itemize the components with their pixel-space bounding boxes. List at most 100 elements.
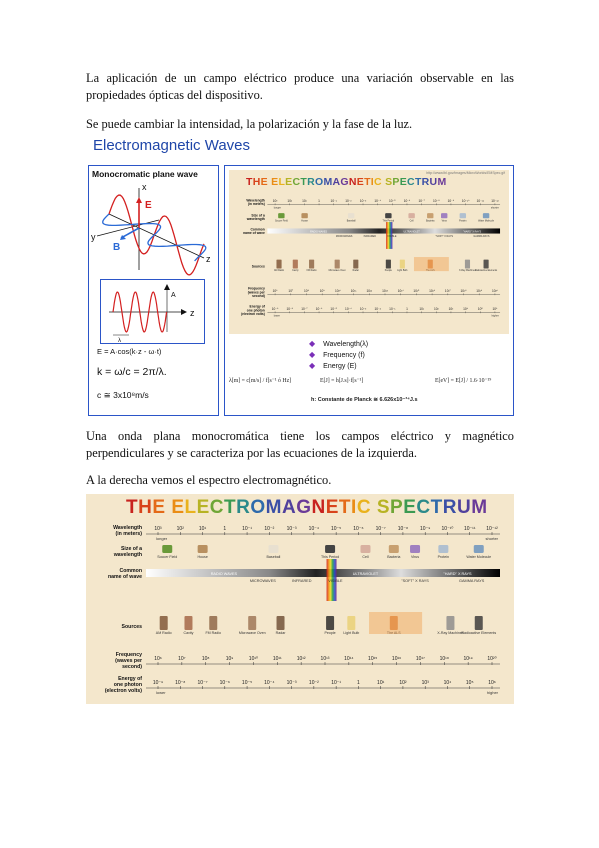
mini-spectrum-title: THE ELECTROMAGNETIC SPECTRUM bbox=[246, 176, 446, 188]
energy-tick: 10⁻⁴ bbox=[264, 680, 274, 686]
size-item-label: Bacteria bbox=[426, 219, 435, 222]
source-icon bbox=[159, 616, 168, 630]
source-icon bbox=[309, 259, 315, 269]
wavelength-tick: 10⁻⁵ bbox=[389, 199, 396, 203]
axis-x-label: x bbox=[142, 182, 147, 192]
wavelength-tick: 10² bbox=[287, 199, 292, 203]
source-icon bbox=[483, 259, 489, 269]
wavelength-tick: 10³ bbox=[154, 526, 162, 532]
source-label: People bbox=[385, 270, 393, 272]
spectrum-panel: http://www.lbl.gov/images/MicroWorlds/EM… bbox=[224, 165, 514, 416]
source-label: Microwave Oven bbox=[329, 269, 347, 272]
sine-lambda-label: λ bbox=[118, 338, 121, 343]
paragraph-properties: Se puede cambiar la intensidad, la polar… bbox=[86, 117, 413, 131]
wavelength-end-low: longer bbox=[274, 205, 281, 209]
b-field-label: B bbox=[113, 242, 120, 253]
source-icon bbox=[353, 259, 359, 269]
size-item-icon bbox=[347, 213, 355, 219]
energy-tick: 10⁻⁵ bbox=[242, 680, 252, 686]
band-name: VISIBLE bbox=[328, 579, 343, 583]
frequency-tick: 10¹¹ bbox=[351, 289, 357, 293]
size-item-icon bbox=[427, 213, 434, 219]
energy-tick: 10⁻⁹ bbox=[272, 307, 279, 311]
energy-tick: 10⁻² bbox=[375, 307, 381, 311]
size-item-icon bbox=[197, 545, 208, 553]
frequency-tick: 10¹⁶ bbox=[392, 656, 401, 662]
wavelength-tick: 1 bbox=[318, 199, 320, 203]
title-letter: P bbox=[392, 176, 400, 188]
title-letter: T bbox=[414, 176, 422, 188]
row-label-sources: Sources bbox=[122, 624, 143, 630]
row-label-energy: Energy of bbox=[118, 676, 142, 682]
energy-tick: 10¹ bbox=[419, 307, 424, 311]
title-letter: C bbox=[407, 176, 415, 188]
title-letter: C bbox=[374, 176, 382, 188]
size-item-label: Protein bbox=[459, 219, 467, 222]
frequency-tick: 10¹³ bbox=[321, 656, 330, 662]
energy-tick: 10³ bbox=[449, 307, 454, 311]
spectrum-graphic: Wavelength(in meters)Size of awavelength… bbox=[105, 525, 500, 695]
energy-tick: 10⁻¹ bbox=[389, 307, 395, 311]
title-letter: R bbox=[442, 497, 457, 518]
energy-end-high: higher bbox=[492, 313, 499, 317]
frequency-tick: 10⁶ bbox=[154, 656, 162, 662]
size-item-icon bbox=[385, 213, 392, 219]
wave-band-bar bbox=[267, 228, 501, 234]
wavelength-tick: 10⁻⁷ bbox=[418, 199, 425, 203]
wavelength-end-high: shorter bbox=[486, 536, 499, 541]
energy-ev-formula: E[eV] = E[J] / 1.6·10⁻¹⁹ bbox=[435, 378, 492, 384]
wavelength-tick: 10⁻⁴ bbox=[374, 199, 381, 203]
title-letter: C bbox=[292, 176, 301, 188]
frequency-tick: 10¹⁸ bbox=[461, 289, 468, 293]
row-label-energy: (electron volts) bbox=[241, 312, 265, 316]
band-name: "HARD" X RAYS bbox=[443, 572, 472, 576]
energy-end-high: higher bbox=[487, 690, 499, 695]
band-name: GAMMA RAYS bbox=[459, 579, 485, 583]
size-item-label: Soccer Field bbox=[157, 555, 177, 559]
row-label-size: Size of a bbox=[121, 546, 142, 552]
title-letter: U bbox=[429, 176, 438, 188]
row-label-sources: Sources bbox=[252, 264, 265, 268]
size-item-label: This Period bbox=[383, 219, 395, 222]
energy-tick: 10³ bbox=[422, 680, 430, 686]
frequency-tick: 10⁷ bbox=[178, 656, 186, 662]
title-letter: T bbox=[246, 176, 253, 188]
bullet-frequency: ◆Frequency (f) bbox=[309, 350, 365, 359]
wavelength-formula: λ[m] = c[m/s] / f[s⁻¹ ó Hz] bbox=[229, 378, 292, 384]
size-item-label: Virus bbox=[442, 219, 448, 222]
sine-amplitude-label: A bbox=[171, 292, 176, 299]
energy-tick: 10¹ bbox=[377, 680, 385, 686]
title-letter: C bbox=[416, 497, 431, 518]
frequency-tick: 10⁶ bbox=[273, 289, 279, 293]
row-label-frequency: second) bbox=[122, 664, 142, 670]
source-icon bbox=[209, 616, 218, 630]
frequency-tick: 10¹³ bbox=[382, 289, 388, 293]
frequency-tick: 10¹⁴ bbox=[344, 656, 353, 662]
plane-wave-panel: Monocromatic plane wave x y z E B bbox=[88, 165, 219, 416]
title-letter: M bbox=[471, 497, 488, 518]
energy-tick: 10⁻³ bbox=[287, 680, 297, 686]
size-item-icon bbox=[410, 545, 421, 553]
source-label: Cavity bbox=[292, 269, 299, 272]
source-label: FM Radio bbox=[307, 270, 318, 272]
mini-spectrum-url: http://www.lbl.gov/images/MicroWorlds/EM… bbox=[426, 171, 505, 175]
row-label-energy: Energy of bbox=[250, 304, 266, 308]
title-letter: S bbox=[385, 176, 393, 188]
energy-tick: 10⁵ bbox=[466, 680, 474, 686]
wavelength-tick: 10⁻¹ bbox=[242, 526, 252, 532]
size-item-icon bbox=[162, 545, 173, 553]
sine-z-label: z bbox=[190, 308, 195, 318]
title-letter: R bbox=[421, 176, 430, 188]
speed-of-light: c ≅ 3x10⁸m/s bbox=[97, 390, 149, 400]
title-letter: T bbox=[338, 497, 352, 518]
title-letter: E bbox=[196, 497, 210, 518]
source-icon bbox=[347, 616, 356, 630]
size-item-icon bbox=[268, 545, 279, 553]
title-letter: H bbox=[252, 176, 261, 188]
size-item-icon bbox=[441, 213, 448, 219]
row-label-size: wavelength bbox=[113, 552, 142, 558]
title-letter: E bbox=[356, 176, 365, 188]
row-label-size: Size of a bbox=[251, 213, 265, 217]
source-label: The ALS bbox=[387, 631, 401, 635]
row-label-frequency: Frequency bbox=[116, 652, 142, 658]
